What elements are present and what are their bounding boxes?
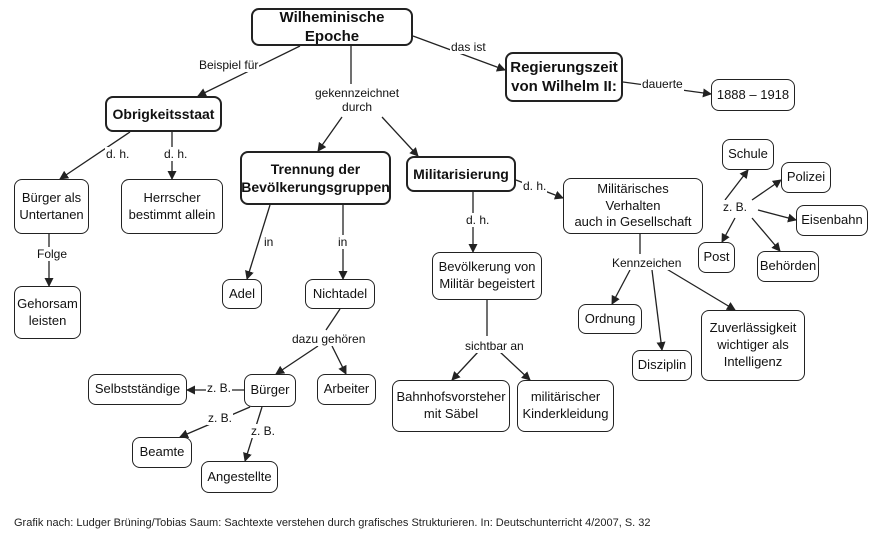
- node-obrigkeitsstaat: Obrigkeitsstaat: [105, 96, 222, 132]
- edge-verhalten-eisenbahn: [757, 209, 797, 223]
- node-militarisierung: Militarisierung: [406, 156, 516, 192]
- edge-gekennzeichnet-militarisierung: [381, 116, 419, 157]
- label-folge: Folge: [36, 247, 69, 262]
- node-eisenbahn: Eisenbahn: [796, 205, 868, 236]
- node-bahnhofsvorsteher: Bahnhofsvorsteher mit Säbel: [392, 380, 510, 432]
- edge-trennung-adel: [245, 204, 271, 280]
- edge-kennzeichen-disziplin: [651, 269, 666, 351]
- edge-kennzeichen-zuverlaessigkeit: [664, 267, 736, 311]
- node-angestellte: Angestellte: [201, 461, 278, 493]
- node-nichtadel: Nichtadel: [305, 279, 375, 309]
- edge-verhalten-polizei: [751, 179, 782, 201]
- label-zb-selbststaendige: z. B.: [206, 381, 233, 396]
- node-schule: Schule: [722, 139, 774, 170]
- label-gekennzeichnet-durch: gekennzeichnet durch: [314, 86, 401, 115]
- node-zuverlaessigkeit: Zuverlässigkeit wichtiger als Intelligen…: [701, 310, 805, 381]
- label-kennzeichen: Kennzeichen: [611, 256, 683, 271]
- node-gehorsam-leisten: Gehorsam leisten: [14, 286, 81, 339]
- node-arbeiter: Arbeiter: [317, 374, 376, 405]
- node-bevoelkerung-begeistert: Bevölkerung von Militär begeistert: [432, 252, 542, 300]
- node-kinderkleidung: militärischer Kinderkleidung: [517, 380, 614, 432]
- node-post: Post: [698, 242, 735, 273]
- node-1888-1918: 1888 – 1918: [711, 79, 795, 111]
- edge-verhalten-post: [721, 217, 736, 243]
- node-herrscher-bestimmt-allein: Herrscher bestimmt allein: [121, 179, 223, 234]
- edge-sichtbar-kinder: [499, 351, 531, 381]
- label-zb-angestellte: z. B.: [250, 424, 277, 439]
- label-dh-buerger: d. h.: [105, 147, 131, 162]
- node-beamte: Beamte: [132, 437, 192, 468]
- label-in-nichtadel: in: [337, 235, 349, 250]
- node-trennung-bevoelkerungsgruppen: Trennung der Bevölkerungsgruppen: [240, 151, 391, 205]
- edge-obrigkeit-buerger: [59, 131, 131, 180]
- label-zb-institutionen: z. B.: [722, 200, 749, 215]
- source-caption: Grafik nach: Ludger Brüning/Tobias Saum:…: [14, 517, 651, 529]
- node-polizei: Polizei: [781, 162, 831, 193]
- node-adel: Adel: [222, 279, 262, 309]
- edge-gekennzeichnet-trennung: [317, 116, 343, 152]
- node-regierungszeit: Regierungszeit von Wilhelm II:: [505, 52, 623, 102]
- label-dazu-gehoeren: dazu gehören: [291, 332, 367, 347]
- label-beispiel-fuer: Beispiel für: [198, 58, 260, 73]
- edge-dazu-buerger: [275, 345, 319, 375]
- edge-sichtbar-bahnhof: [451, 351, 479, 381]
- label-sichtbar-an: sichtbar an: [464, 339, 525, 354]
- label-das-ist: das ist: [450, 40, 487, 55]
- edge-nichtadel-dazu: [325, 308, 341, 331]
- node-behoerden: Behörden: [757, 251, 819, 282]
- node-militaerisches-verhalten: Militärisches Verhalten auch in Gesellsc…: [563, 178, 703, 234]
- label-zb-beamte: z. B.: [207, 411, 234, 426]
- node-selbststaendige: Selbstständige: [88, 374, 187, 405]
- node-ordnung: Ordnung: [578, 304, 642, 334]
- edge-verhalten-schule: [724, 169, 749, 201]
- edge-kennzeichen-ordnung: [611, 269, 631, 305]
- node-buerger-als-untertanen: Bürger als Untertanen: [14, 179, 89, 234]
- label-in-adel: in: [263, 235, 275, 250]
- label-dauerte: dauerte: [641, 77, 684, 92]
- edge-dazu-arbeiter: [331, 345, 347, 375]
- label-dh-bevoelkerung: d. h.: [465, 213, 491, 228]
- node-disziplin: Disziplin: [632, 350, 692, 381]
- edge-verhalten-behoerden: [751, 217, 781, 252]
- node-buerger: Bürger: [244, 374, 296, 407]
- label-dh-verhalten: d. h.: [522, 179, 548, 194]
- label-dh-herrscher: d. h.: [163, 147, 189, 162]
- node-wilheminische-epoche: Wilheminische Epoche: [251, 8, 413, 46]
